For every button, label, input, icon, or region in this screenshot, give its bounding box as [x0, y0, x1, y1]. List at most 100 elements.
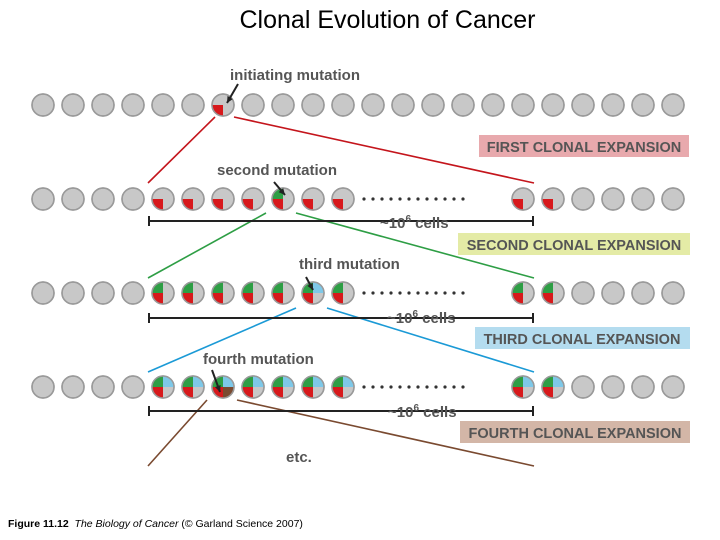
cells-count-label-1: ~106 cells [380, 214, 449, 232]
figure-caption: Figure 11.12 The Biology of Cancer (© Ga… [8, 518, 303, 530]
ellipsis-dots [362, 197, 465, 201]
cell [541, 93, 565, 117]
cell [481, 93, 505, 117]
cell [571, 187, 595, 211]
svg-text:~106 cells: ~106 cells [387, 309, 456, 327]
cell [331, 187, 355, 211]
caption-source: (© Garland Science 2007) [178, 518, 303, 530]
fourth-mutation-arrow [211, 369, 221, 393]
cell [541, 187, 565, 211]
second-expansion-box: SECOND CLONAL EXPANSION [458, 233, 690, 255]
third-mutation-arrow [305, 276, 314, 291]
cell [511, 93, 535, 117]
cell [61, 281, 85, 305]
cell [151, 93, 175, 117]
cell [361, 93, 385, 117]
cell [301, 187, 325, 211]
cell [121, 187, 145, 211]
cell [601, 375, 625, 399]
cell [31, 93, 55, 117]
ellipsis-dots [362, 385, 465, 389]
caption-book-title: The Biology of Cancer [74, 518, 179, 530]
cell [331, 281, 355, 305]
population-span-bar [148, 216, 534, 226]
cell [661, 281, 685, 305]
cell [631, 93, 655, 117]
cell [121, 375, 145, 399]
cell [151, 375, 175, 399]
cell [91, 375, 115, 399]
cell-rows [31, 93, 685, 416]
cell [271, 93, 295, 117]
cell [241, 187, 265, 211]
cell [661, 375, 685, 399]
second-expansion-left-line [147, 212, 267, 279]
etc-label: etc. [286, 449, 312, 466]
cell [181, 187, 205, 211]
mutation-arrows [211, 83, 314, 393]
cells-count-label-3: ~106 cells [388, 403, 457, 421]
cell [31, 281, 55, 305]
fourth-mutation-label: fourth mutation [203, 351, 314, 368]
cell [571, 375, 595, 399]
cell [91, 281, 115, 305]
cell [301, 93, 325, 117]
cell [271, 375, 295, 399]
svg-text:~106 cells: ~106 cells [388, 403, 457, 421]
cell [91, 187, 115, 211]
cell [241, 93, 265, 117]
cell [511, 375, 535, 399]
cell [241, 375, 265, 399]
cell [571, 93, 595, 117]
cell [181, 93, 205, 117]
cell [151, 281, 175, 305]
cell [661, 93, 685, 117]
cell [181, 375, 205, 399]
cell [331, 93, 355, 117]
cell [631, 375, 655, 399]
cell [601, 281, 625, 305]
cell [31, 375, 55, 399]
initiating-mutation-arrow [226, 83, 239, 104]
cell [61, 187, 85, 211]
cell [121, 281, 145, 305]
initiating-mutation-label: initiating mutation [230, 67, 360, 84]
cell [541, 375, 565, 399]
cell [301, 375, 325, 399]
cell [421, 93, 445, 117]
cell [211, 187, 235, 211]
population-span-bar [148, 406, 534, 416]
cells-count-label-2: ~106 cells [387, 309, 456, 327]
cell [541, 281, 565, 305]
fourth-expansion-label: FOURTH CLONAL EXPANSION [469, 426, 682, 442]
cell [661, 187, 685, 211]
ellipsis-dots [362, 291, 465, 295]
cell [451, 93, 475, 117]
cell [391, 93, 415, 117]
cell [601, 187, 625, 211]
cell [331, 375, 355, 399]
cell [571, 281, 595, 305]
cell [601, 93, 625, 117]
cell [181, 281, 205, 305]
cell [31, 187, 55, 211]
second-mutation-label: second mutation [217, 162, 337, 179]
fourth-expansion-left-line [147, 399, 208, 467]
cell [271, 281, 295, 305]
caption-figure-number: Figure 11.12 [8, 518, 69, 530]
cell [511, 187, 535, 211]
second-expansion-right-line [295, 212, 535, 279]
cell [511, 281, 535, 305]
second-expansion-label: SECOND CLONAL EXPANSION [467, 238, 682, 254]
first-expansion-left-line [147, 116, 216, 184]
cell [151, 187, 175, 211]
cell [211, 281, 235, 305]
cell [211, 375, 235, 399]
cell [61, 93, 85, 117]
cell [121, 93, 145, 117]
cell [631, 187, 655, 211]
first-expansion-box: FIRST CLONAL EXPANSION [479, 135, 689, 157]
third-expansion-label: THIRD CLONAL EXPANSION [484, 332, 681, 348]
cell [61, 375, 85, 399]
